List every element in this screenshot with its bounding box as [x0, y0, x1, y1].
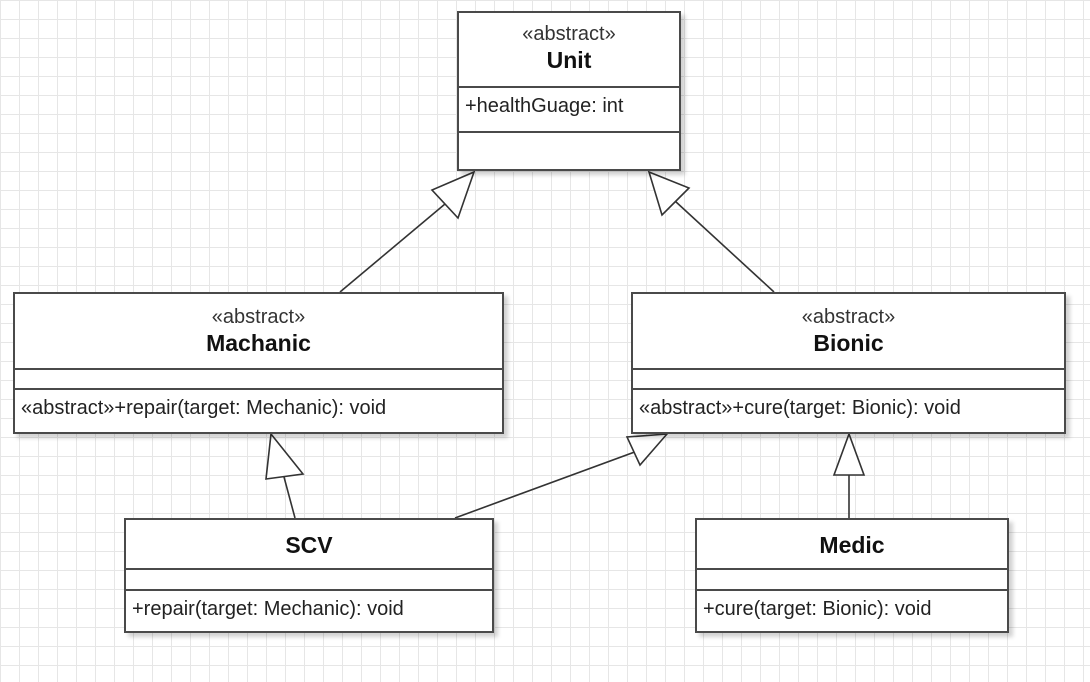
- scv-to-machanic-arrowhead: [265, 431, 305, 480]
- class-unit-header: «abstract» Unit: [459, 13, 679, 88]
- class-medic-name: Medic: [819, 532, 885, 558]
- class-bionic-operation: «abstract»+cure(target: Bionic): void: [639, 397, 961, 419]
- class-machanic-stereotype: «abstract»: [211, 306, 306, 328]
- class-medic-operations: +cure(target: Bionic): void: [697, 591, 1007, 631]
- class-scv-operation: +repair(target: Mechanic): void: [132, 598, 404, 620]
- bionic-to-unit-arrowhead: [647, 170, 691, 217]
- class-medic-operation: +cure(target: Bionic): void: [703, 598, 932, 620]
- class-unit-name: Unit: [546, 47, 592, 73]
- class-medic[interactable]: Medic +cure(target: Bionic): void: [695, 518, 1009, 633]
- class-machanic-operation: «abstract»+repair(target: Mechanic): voi…: [21, 397, 387, 419]
- class-machanic-operations: «abstract»+repair(target: Mechanic): voi…: [15, 390, 502, 430]
- class-machanic-name: Machanic: [206, 330, 311, 356]
- machanic-to-unit-line: [339, 203, 446, 293]
- class-unit-attribute: +healthGuage: int: [465, 95, 624, 117]
- class-machanic-attributes: [15, 370, 502, 390]
- bionic-to-unit-line: [674, 200, 775, 293]
- class-machanic-header: «abstract» Machanic: [15, 294, 502, 370]
- class-bionic-header: «abstract» Bionic: [633, 294, 1064, 370]
- machanic-to-unit-arrowhead: [430, 170, 476, 220]
- class-scv-operations: +repair(target: Mechanic): void: [126, 591, 492, 631]
- class-bionic-attributes: [633, 370, 1064, 390]
- class-scv[interactable]: SCV +repair(target: Mechanic): void: [124, 518, 494, 633]
- class-scv-header: SCV: [126, 520, 492, 570]
- class-unit-attributes: +healthGuage: int: [459, 88, 679, 133]
- scv-to-machanic-line: [283, 476, 296, 519]
- class-bionic-operations: «abstract»+cure(target: Bionic): void: [633, 390, 1064, 430]
- class-scv-attributes: [126, 570, 492, 591]
- class-unit-operations: [459, 133, 679, 169]
- scv-to-bionic-line: [454, 449, 641, 519]
- class-unit-stereotype: «abstract»: [522, 23, 616, 45]
- class-machanic[interactable]: «abstract» Machanic «abstract»+repair(ta…: [13, 292, 504, 434]
- medic-to-bionic-arrowhead: [832, 431, 866, 476]
- class-bionic[interactable]: «abstract» Bionic «abstract»+cure(target…: [631, 292, 1066, 434]
- scv-to-bionic-arrowhead: [625, 433, 669, 467]
- class-bionic-stereotype: «abstract»: [801, 306, 896, 328]
- class-medic-attributes: [697, 570, 1007, 591]
- class-scv-name: SCV: [285, 532, 333, 558]
- class-bionic-name: Bionic: [813, 330, 884, 356]
- class-unit[interactable]: «abstract» Unit +healthGuage: int: [457, 11, 681, 171]
- class-medic-header: Medic: [697, 520, 1007, 570]
